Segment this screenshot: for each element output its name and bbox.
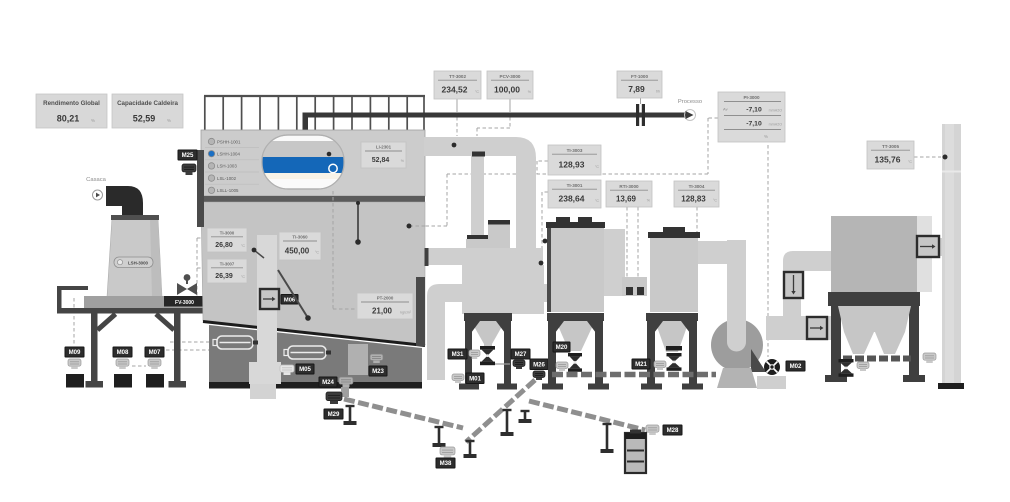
svg-text:%: %	[401, 159, 405, 163]
svg-text:TI-3003: TI-3003	[567, 148, 583, 153]
svg-text:°C: °C	[241, 244, 245, 248]
svg-text:450,00: 450,00	[285, 246, 310, 255]
svg-text:%: %	[647, 199, 651, 203]
svg-text:TT-3002: TT-3002	[449, 74, 467, 79]
svg-text:M24: M24	[322, 379, 334, 386]
svg-text:7,89: 7,89	[628, 84, 645, 94]
svg-text:LSH-1003: LSH-1003	[217, 164, 237, 169]
svg-text:26,39: 26,39	[215, 273, 233, 280]
svg-text:LSH-3000: LSH-3000	[128, 261, 149, 266]
svg-text:M06: M06	[284, 297, 296, 303]
svg-text:%: %	[528, 90, 532, 94]
svg-text:Rendimento Global: Rendimento Global	[43, 100, 100, 107]
svg-text:13,69: 13,69	[616, 194, 637, 203]
svg-text:FT-1000: FT-1000	[631, 74, 649, 79]
svg-text:128,83: 128,83	[681, 194, 706, 203]
svg-text:-7,10: -7,10	[746, 107, 762, 114]
svg-text:Av: Av	[723, 107, 728, 112]
svg-text:135,76: 135,76	[875, 155, 901, 165]
svg-text:M08: M08	[117, 349, 129, 356]
svg-text:PI-3000: PI-3000	[743, 95, 760, 100]
svg-text:M23: M23	[372, 368, 384, 375]
svg-text:TI-3007: TI-3007	[220, 261, 235, 266]
svg-text:LI-2301: LI-2301	[376, 145, 392, 150]
svg-text:M38: M38	[440, 460, 452, 467]
svg-text:M07: M07	[149, 349, 161, 356]
svg-text:TT-3005: TT-3005	[882, 144, 900, 149]
svg-text:TI-3004: TI-3004	[689, 184, 705, 189]
svg-text:TI-3000: TI-3000	[220, 230, 235, 235]
svg-text:M29: M29	[328, 411, 340, 418]
svg-text:°C: °C	[315, 251, 319, 255]
svg-text:M21: M21	[635, 361, 647, 368]
svg-text:°C: °C	[241, 275, 245, 279]
svg-text:Casaca: Casaca	[86, 177, 106, 183]
svg-text:M27: M27	[515, 351, 527, 358]
svg-text:-7,10: -7,10	[746, 121, 762, 128]
svg-text:M20: M20	[556, 344, 568, 351]
svg-text:M25: M25	[182, 152, 194, 159]
svg-text:128,93: 128,93	[559, 160, 585, 170]
svg-text:M09: M09	[69, 349, 81, 356]
svg-text:kg/cm²: kg/cm²	[400, 311, 412, 315]
svg-text:LSLL-1005: LSLL-1005	[217, 188, 239, 193]
svg-text:%: %	[764, 134, 768, 139]
svg-text:°C: °C	[475, 90, 479, 94]
svg-text:mmH2O: mmH2O	[769, 123, 783, 127]
svg-text:RTI-3000: RTI-3000	[619, 184, 639, 189]
svg-text:TI-3001: TI-3001	[567, 183, 583, 188]
svg-text:M01: M01	[469, 375, 481, 382]
svg-text:°C: °C	[908, 160, 912, 164]
svg-text:LSL-1002: LSL-1002	[217, 176, 237, 181]
svg-text:Capacidade Caldeira: Capacidade Caldeira	[117, 100, 178, 107]
svg-text:LSHH-1004: LSHH-1004	[217, 152, 240, 157]
svg-text:°C: °C	[595, 199, 599, 203]
svg-text:52,59: 52,59	[133, 114, 156, 124]
svg-text:26,80: 26,80	[215, 242, 233, 249]
svg-text:52,84: 52,84	[372, 157, 390, 164]
svg-text:°C: °C	[595, 165, 599, 169]
svg-text:M31: M31	[452, 351, 464, 358]
svg-text:°C: °C	[713, 199, 717, 203]
svg-text:%: %	[167, 118, 171, 123]
svg-text:M02: M02	[790, 363, 802, 370]
svg-text:Processo: Processo	[678, 99, 702, 105]
svg-text:M26: M26	[533, 361, 545, 368]
svg-text:PCV-3000: PCV-3000	[500, 74, 521, 79]
svg-text:21,00: 21,00	[372, 306, 393, 315]
svg-text:M05: M05	[299, 366, 311, 373]
svg-text:M28: M28	[667, 427, 679, 434]
svg-text:PSHH-1001: PSHH-1001	[217, 139, 241, 144]
svg-text:100,00: 100,00	[494, 85, 520, 95]
svg-text:FV-3000: FV-3000	[175, 300, 194, 306]
svg-text:TI-3060: TI-3060	[292, 235, 308, 240]
svg-text:PT-2000: PT-2000	[377, 296, 394, 301]
svg-text:238,64: 238,64	[559, 194, 585, 204]
svg-text:234,52: 234,52	[442, 85, 468, 95]
svg-text:80,21: 80,21	[57, 114, 80, 124]
svg-text:%: %	[91, 118, 95, 123]
svg-text:mmH2O: mmH2O	[769, 109, 783, 113]
svg-text:t/h: t/h	[656, 89, 660, 93]
